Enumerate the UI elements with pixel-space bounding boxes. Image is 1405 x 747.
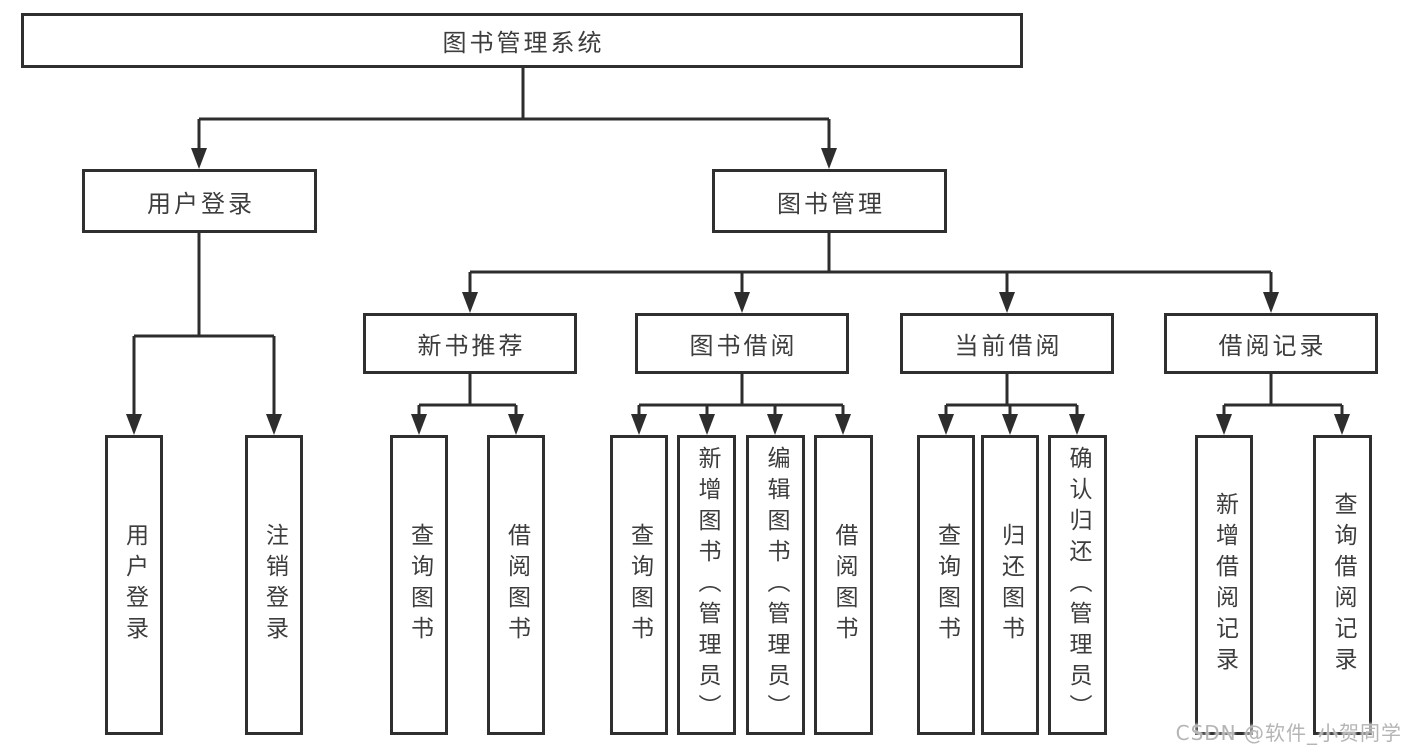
- leaf-borrow-books-recommend: 借阅图书: [487, 435, 545, 735]
- node-label: 归还图书: [997, 523, 1024, 647]
- csdn-watermark: CSDN @软件_小贺同学: [1175, 721, 1402, 745]
- node-label: 新书推荐: [417, 332, 526, 360]
- node-user-login: 用户登录: [82, 169, 317, 233]
- node-label: 注销登录: [261, 523, 288, 647]
- node-borrowing-records: 借阅记录: [1164, 313, 1378, 374]
- leaf-query-books-recommend: 查询图书: [390, 435, 448, 735]
- node-label: 图书管理系统: [442, 29, 605, 57]
- node-new-book-recommendation: 新书推荐: [363, 313, 577, 374]
- node-label: 当前借阅: [954, 332, 1063, 360]
- leaf-borrow-books: 借阅图书: [814, 435, 873, 735]
- node-label: 用户登录: [121, 523, 148, 647]
- leaf-logout: 注销登录: [245, 435, 303, 735]
- node-library-management-system: 图书管理系统: [21, 13, 1023, 68]
- node-book-borrowing: 图书借阅: [635, 313, 849, 374]
- node-label: 借阅图书: [831, 523, 857, 647]
- node-label: 借阅记录: [1218, 332, 1327, 360]
- node-label: 新增借阅记录: [1211, 492, 1238, 678]
- leaf-query-books-current: 查询图书: [917, 435, 975, 735]
- node-label: 借阅图书: [503, 523, 530, 647]
- leaf-confirm-return-admin: 确认归还（管理员）: [1048, 435, 1107, 735]
- node-current-borrowing: 当前借阅: [900, 313, 1114, 374]
- node-label: 查询图书: [933, 523, 960, 647]
- node-label: 图书管理: [777, 189, 885, 218]
- node-label: 用户登录: [147, 189, 255, 218]
- node-label: 查询图书: [626, 523, 653, 647]
- node-label: 确认归还（管理员）: [1065, 445, 1091, 725]
- leaf-edit-book-admin: 编辑图书（管理员）: [746, 435, 805, 735]
- node-label: 图书借阅: [689, 332, 798, 360]
- node-label: 查询图书: [406, 523, 433, 647]
- leaf-return-book: 归还图书: [981, 435, 1039, 735]
- node-label: 编辑图书（管理员）: [763, 445, 789, 725]
- node-book-management: 图书管理: [712, 169, 947, 233]
- leaf-user-login: 用户登录: [105, 435, 163, 735]
- leaf-add-book-admin: 新增图书（管理员）: [677, 435, 736, 735]
- node-label: 查询借阅记录: [1330, 492, 1356, 678]
- node-label: 新增图书（管理员）: [694, 445, 720, 725]
- leaf-query-borrow-record: 查询借阅记录: [1313, 435, 1372, 735]
- leaf-query-books-borrow: 查询图书: [610, 435, 668, 735]
- leaf-add-borrow-record: 新增借阅记录: [1195, 435, 1253, 735]
